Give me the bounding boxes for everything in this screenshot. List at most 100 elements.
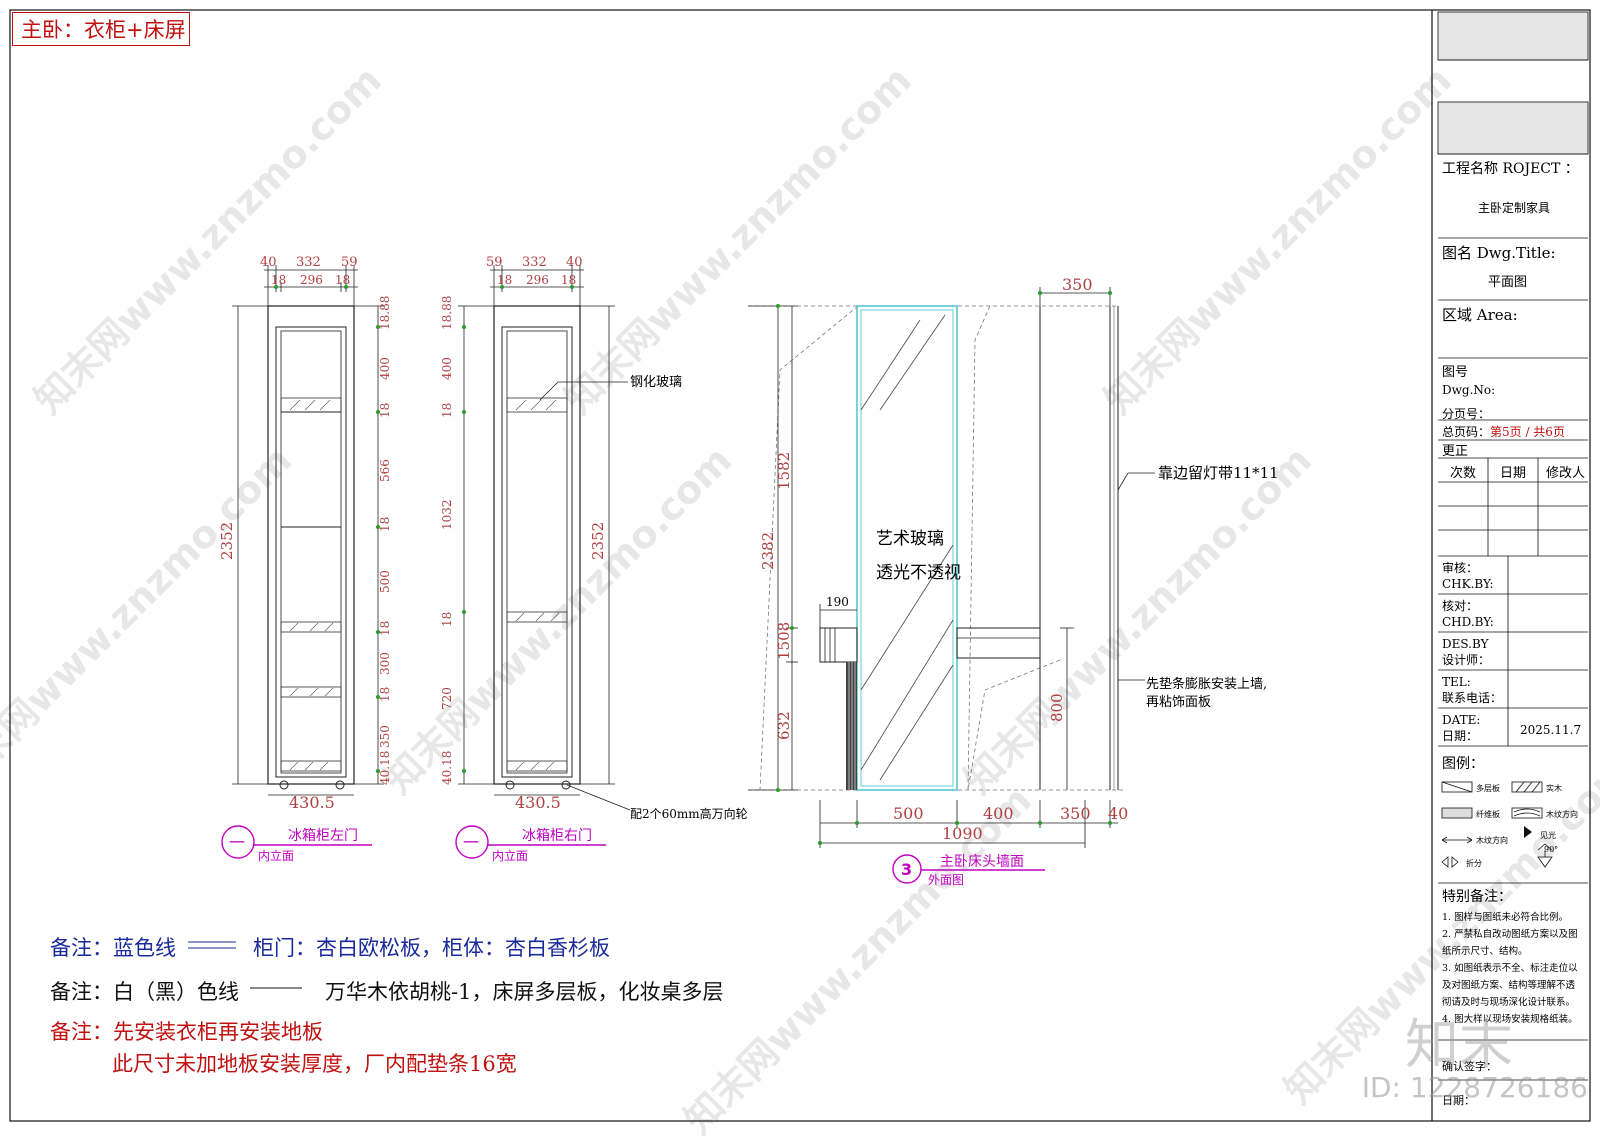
svg-text:1090: 1090: [942, 824, 983, 843]
svg-text:3: 3: [901, 860, 912, 879]
svg-text:500: 500: [378, 570, 392, 593]
svg-text:2352: 2352: [218, 522, 236, 560]
svg-text:设计师：: 设计师：: [1442, 653, 1490, 667]
svg-text:18: 18: [335, 273, 350, 287]
visible-side-icon: [1524, 826, 1532, 838]
svg-text:CHD.BY:: CHD.BY:: [1442, 615, 1494, 629]
svg-text:分页号：: 分页号：: [1442, 407, 1490, 421]
svg-text:18: 18: [440, 403, 454, 418]
svg-text:次数: 次数: [1450, 465, 1476, 481]
svg-text:1. 图样与图纸未必符合比例。: 1. 图样与图纸未必符合比例。: [1442, 911, 1568, 923]
svg-text:透光不透视: 透光不透视: [876, 563, 961, 583]
svg-text:木纹方向: 木纹方向: [1546, 809, 1578, 819]
svg-text:2025.11.7: 2025.11.7: [1520, 723, 1581, 737]
svg-text:18: 18: [378, 403, 392, 418]
svg-text:审核：: 审核：: [1442, 560, 1478, 575]
svg-text:及对图纸方案、结构等理解不透: 及对图纸方案、结构等理解不透: [1442, 979, 1576, 991]
svg-text:图名 Dwg.Title:: 图名 Dwg.Title:: [1442, 244, 1556, 262]
svg-text:18: 18: [440, 612, 454, 627]
right-door-elevation: 59 332 40 18 296 18 2352 430.5 18.88 400…: [440, 255, 748, 863]
svg-text:1032: 1032: [440, 499, 454, 530]
svg-text:冰箱柜左门: 冰箱柜左门: [288, 828, 358, 844]
svg-text:18: 18: [271, 273, 286, 287]
svg-text:300: 300: [378, 652, 392, 675]
svg-text:内立面: 内立面: [258, 848, 294, 863]
sheet-border: [9, 9, 1591, 1122]
svg-text:DATE:: DATE:: [1442, 713, 1480, 727]
svg-text:40: 40: [1108, 804, 1128, 823]
svg-text:296: 296: [300, 273, 323, 287]
svg-text:566: 566: [378, 459, 392, 482]
svg-text:日期: 日期: [1500, 466, 1526, 481]
svg-text:40.18: 40.18: [378, 751, 392, 785]
svg-text:修改人: 修改人: [1546, 466, 1585, 481]
svg-text:外面图: 外面图: [928, 873, 964, 887]
svg-text:图号: 图号: [1442, 365, 1468, 380]
svg-text:18.88: 18.88: [440, 296, 454, 330]
svg-text:350: 350: [378, 725, 392, 748]
svg-text:720: 720: [440, 687, 454, 710]
svg-text:1508: 1508: [775, 622, 793, 660]
svg-text:TEL:: TEL:: [1442, 675, 1471, 689]
svg-text:18: 18: [561, 273, 576, 287]
sheet-title: 主卧：衣柜+床屏: [12, 12, 190, 46]
svg-text:图例：: 图例：: [1442, 756, 1484, 772]
svg-text:折分: 折分: [1466, 858, 1482, 868]
svg-text:总页码：: 总页码：: [1442, 425, 1490, 439]
svg-text:靠边留灯带11*11: 靠边留灯带11*11: [1158, 464, 1279, 482]
svg-text:主卧床头墙面: 主卧床头墙面: [940, 854, 1024, 870]
svg-text:500: 500: [893, 804, 924, 823]
svg-text:木纹方向: 木纹方向: [1476, 835, 1508, 845]
svg-text:平面图: 平面图: [1488, 275, 1527, 290]
svg-text:430.5: 430.5: [289, 793, 335, 812]
svg-text:3. 如图纸表示不全、标注走位以: 3. 如图纸表示不全、标注走位以: [1442, 962, 1578, 974]
svg-text:再粘饰面板: 再粘饰面板: [1146, 695, 1211, 710]
note-red-line2: 此尺寸未加地板安装厚度，厂内配垫条16宽: [112, 1052, 517, 1076]
svg-text:内立面: 内立面: [492, 848, 528, 863]
note-red-line1: 备注：先安装衣柜再安装地板: [50, 1020, 323, 1044]
note-black-text: 万华木依胡桃-1，床屏多层板，化妆桌多层: [325, 980, 724, 1004]
svg-text:Dwg.No:: Dwg.No:: [1442, 383, 1495, 397]
svg-text:核对：: 核对：: [1442, 599, 1478, 613]
svg-text:350: 350: [1060, 804, 1091, 823]
svg-text:确认签字：: 确认签字：: [1442, 1059, 1497, 1073]
svg-text:332: 332: [522, 255, 547, 270]
svg-text:见光: 见光: [1540, 830, 1556, 840]
svg-text:632: 632: [775, 711, 793, 740]
svg-text:日期：: 日期：: [1442, 1094, 1475, 1107]
svg-text:4. 图大样以现场安装规格纸装。: 4. 图大样以现场安装规格纸装。: [1442, 1013, 1578, 1025]
watermark-id: ID: 1228726186: [1361, 1071, 1588, 1104]
note-blue-prefix: 备注：蓝色线: [50, 936, 176, 960]
left-door-elevation: 40 332 59 18 296 18 2352 430.5 18.88 400…: [218, 255, 392, 863]
watermark-logo: 知末: [1405, 1013, 1513, 1076]
note-black-prefix: 备注：白（黑）色线: [50, 980, 239, 1004]
svg-text:40.18: 40.18: [440, 751, 454, 785]
svg-text:彻请及时与现场深化设计联系。: 彻请及时与现场深化设计联系。: [1442, 996, 1575, 1008]
svg-text:18: 18: [378, 517, 392, 532]
svg-text:一: 一: [229, 833, 245, 852]
svg-text:2352: 2352: [589, 522, 607, 560]
title-block: [1437, 11, 1589, 1081]
svg-text:1582: 1582: [775, 452, 793, 490]
svg-text:冰箱柜右门: 冰箱柜右门: [522, 828, 592, 844]
svg-text:第5页 / 共6页: 第5页 / 共6页: [1490, 425, 1565, 439]
svg-text:430.5: 430.5: [515, 793, 561, 812]
note-blue-text: 柜门：杏白欧松板，柜体：杏白香杉板: [253, 936, 610, 960]
svg-text:2382: 2382: [759, 532, 777, 570]
svg-text:先垫条膨胀安装上墙,: 先垫条膨胀安装上墙,: [1146, 676, 1267, 692]
svg-text:多层板: 多层板: [1476, 783, 1500, 793]
svg-text:2. 严禁私自改动图纸方案以及图: 2. 严禁私自改动图纸方案以及图: [1442, 928, 1578, 940]
svg-text:800: 800: [1048, 693, 1066, 722]
svg-text:90°: 90°: [1544, 845, 1558, 854]
svg-text:332: 332: [296, 255, 321, 270]
svg-text:区域 Area:: 区域 Area:: [1442, 306, 1518, 324]
svg-text:400: 400: [440, 357, 454, 380]
svg-text:更正: 更正: [1442, 444, 1468, 459]
svg-text:190: 190: [826, 595, 849, 609]
svg-text:40: 40: [566, 255, 583, 270]
svg-text:CHK.BY:: CHK.BY:: [1442, 577, 1494, 591]
svg-text:纸所示尺寸、结构。: 纸所示尺寸、结构。: [1442, 945, 1528, 957]
svg-text:钢化玻璃: 钢化玻璃: [630, 375, 682, 390]
svg-text:联系电话：: 联系电话：: [1442, 691, 1502, 705]
